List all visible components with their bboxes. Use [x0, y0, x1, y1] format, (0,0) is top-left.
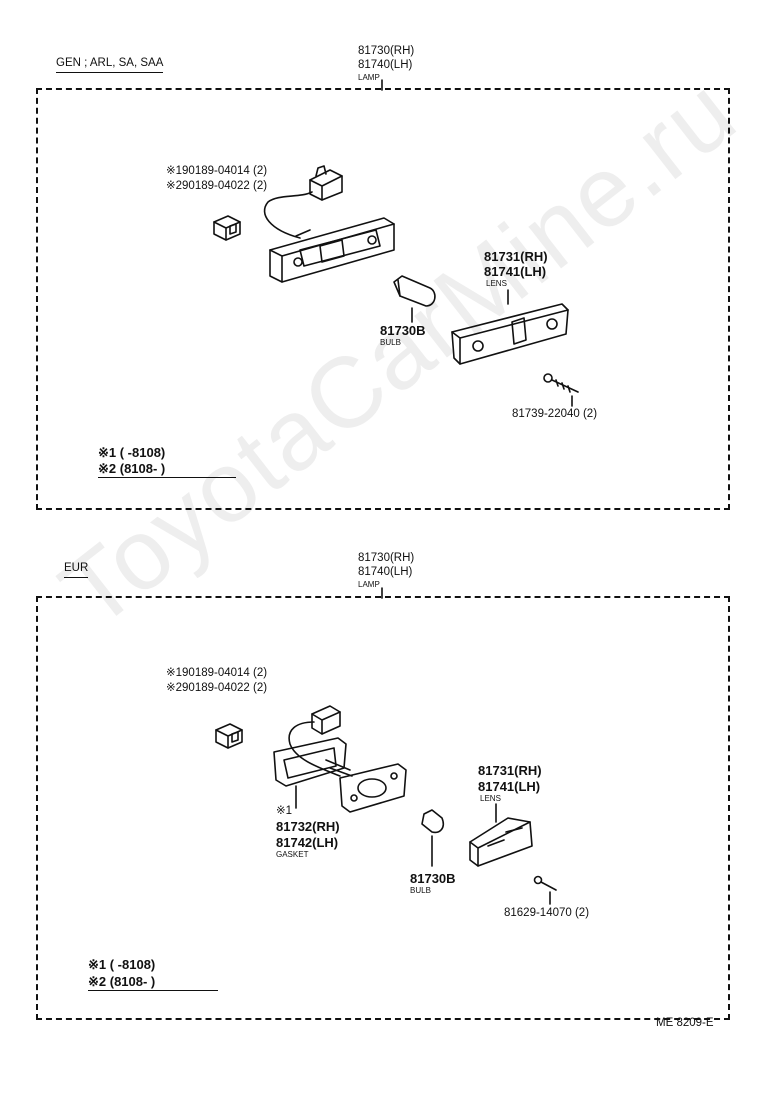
lens-name-label: LENS [486, 279, 507, 288]
lamp-lh-label: 81740(LH) [358, 59, 413, 71]
variant-label: GEN ; ARL, SA, SAA [56, 57, 164, 73]
lamp-lh-label: 81740(LH) [358, 566, 413, 578]
lamp-name-label: LAMP [358, 580, 380, 589]
lamp-housing-icon [263, 165, 395, 283]
lens-rh-label: 81731(RH) [478, 763, 542, 778]
lens-rh-label: 81731(RH) [484, 249, 548, 264]
lamp-housing-icon [273, 705, 407, 813]
screw-icon [533, 875, 557, 905]
connector-clip-icon [215, 723, 243, 749]
note-2: ※2 (8108- ) [98, 462, 236, 478]
lens-name-label: LENS [480, 794, 501, 803]
section-frame [36, 596, 730, 1020]
section-frame [36, 88, 730, 510]
lens-lh-label: 81741(LH) [478, 779, 541, 794]
lamp-rh-label: 81730(RH) [358, 45, 415, 57]
variant-label: EUR [64, 562, 89, 578]
connector-2-label: ※290189-04022 (2) [166, 180, 268, 192]
bulb-part-label: 81730B [380, 323, 426, 338]
footer-code: ME 8209-E [656, 1017, 714, 1029]
screw-label: 81629-14070 (2) [504, 907, 590, 919]
screw-label: 81739-22040 (2) [512, 408, 598, 420]
screw-icon [543, 373, 579, 407]
bulb-name-label: BULB [410, 886, 431, 895]
lens-icon [469, 803, 533, 867]
connector-1-label: ※190189-04014 (2) [166, 667, 268, 679]
gasket-lh-label: 81742(LH) [276, 835, 339, 850]
connector-clip-icon [213, 215, 241, 241]
note-1: ※1 ( -8108) [98, 445, 166, 460]
connector-1-label: ※190189-04014 (2) [166, 165, 268, 177]
gasket-mark-label: ※1 [276, 805, 293, 817]
lamp-name-label: LAMP [358, 73, 380, 82]
lamp-rh-label: 81730(RH) [358, 552, 415, 564]
note-1: ※1 ( -8108) [88, 957, 156, 972]
lens-icon [451, 289, 569, 365]
bulb-icon [393, 275, 436, 323]
gasket-rh-label: 81732(RH) [276, 819, 340, 834]
note-2: ※2 (8108- ) [88, 975, 218, 991]
bulb-icon [421, 809, 445, 867]
bulb-name-label: BULB [380, 338, 401, 347]
lens-lh-label: 81741(LH) [484, 264, 547, 279]
gasket-name-label: GASKET [276, 850, 309, 859]
bulb-part-label: 81730B [410, 871, 456, 886]
connector-2-label: ※290189-04022 (2) [166, 682, 268, 694]
